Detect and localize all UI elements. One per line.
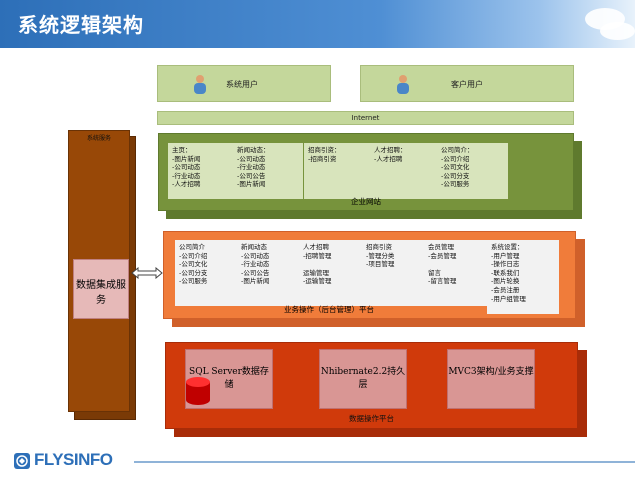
cloud-decoration	[600, 22, 635, 40]
database-icon	[186, 377, 210, 405]
business-module: 招商引资 -管理分类 -项目管理	[362, 240, 428, 306]
internet-bar: Internet	[157, 111, 574, 125]
double-arrow-icon	[131, 267, 163, 279]
website-module: 新闻动态： -公司动态 -行业动态 -公司公告 -图片新闻	[233, 143, 303, 199]
flysinfo-logo-icon	[14, 453, 30, 469]
system-user-box: 系统用户	[157, 65, 331, 102]
enterprise-website-block: 主页： -图片新闻 -公司动态 -行业动态 -人才招聘 新闻动态： -公司动态 …	[158, 133, 574, 211]
data-platform-block: SQL Server数据存储 Nhibernate2.2持久层 MVC3架构/业…	[165, 342, 578, 429]
system-service-column: 系统服务 数据集成服务	[68, 130, 130, 412]
data-platform-caption: 数据操作平台	[349, 414, 394, 423]
website-module: 公司简介： -公司介绍 -公司文化 -公司分支 -公司服务	[437, 143, 508, 199]
user-icon	[397, 75, 409, 94]
sql-server-label: SQL Server数据存储	[189, 367, 269, 390]
page-title: 系统逻辑架构	[18, 13, 144, 37]
business-module: 会员管理 -会员管理 留言 -留言管理	[424, 240, 490, 306]
business-module: 新闻动态 -公司动态 -行业动态 -公司公告 -图片新闻	[237, 240, 303, 306]
website-caption: 企业网站	[351, 197, 381, 206]
customer-user-box: 客户用户	[360, 65, 574, 102]
footer-divider	[134, 461, 635, 463]
mvc3-layer: MVC3架构/业务支撑	[447, 349, 535, 409]
system-service-label: 系统服务	[86, 135, 111, 142]
business-platform-block: 公司简介 -公司介绍 -公司文化 -公司分支 -公司服务 新闻动态 -公司动态 …	[163, 231, 576, 319]
website-module: 人才招聘： -人才招聘	[370, 143, 440, 199]
website-module: 招商引资： -招商引资	[304, 143, 373, 199]
flysinfo-logo: FLYSINFO	[34, 450, 113, 469]
business-module: 人才招聘 -招聘管理 运输管理 -运输管理	[299, 240, 365, 306]
data-integration-service: 数据集成服务	[73, 259, 129, 319]
nhibernate-layer: Nhibernate2.2持久层	[319, 349, 407, 409]
user-icon	[194, 75, 206, 94]
system-user-label: 系统用户	[226, 80, 258, 89]
business-module: 公司简介 -公司介绍 -公司文化 -公司分支 -公司服务	[175, 240, 241, 306]
business-caption: 业务操作（后台管理）平台	[284, 305, 374, 314]
title-bar	[0, 0, 635, 48]
website-module: 主页： -图片新闻 -公司动态 -行业动态 -人才招聘	[168, 143, 237, 199]
customer-user-label: 客户用户	[451, 80, 483, 89]
business-module: 系统设置： -用户管理 -操作日志 -联系我们 -图片轮换 -会员注册 -用户组…	[487, 240, 559, 314]
